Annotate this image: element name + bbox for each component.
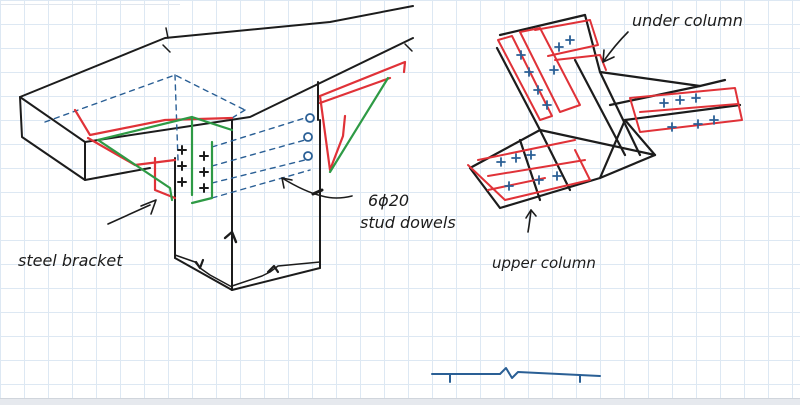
stud-dowels [303, 113, 315, 161]
dowel-circle [305, 113, 315, 123]
dowel-size-label: 6ϕ20 [368, 191, 409, 210]
dowel-circle [303, 132, 313, 142]
dowel-circle [303, 151, 313, 161]
plan-arrows [525, 31, 629, 233]
under-column-label: under column [632, 11, 743, 30]
plan-view: under column upper column [467, 11, 743, 272]
plan-outline [468, 13, 742, 210]
hidden-lines [44, 74, 311, 199]
green-bracket [96, 76, 390, 205]
bracket-bolts [177, 145, 209, 193]
plan-red-bands [467, 19, 743, 201]
stud-dowels-label: stud dowels [360, 213, 456, 232]
bottom-bar [0, 398, 800, 405]
column-3d [174, 81, 324, 291]
leader-arrows [107, 177, 353, 225]
bottom-scale-stroke [431, 367, 601, 383]
beam-3d [19, 5, 414, 181]
steel-bracket-label: steel bracket [18, 251, 123, 270]
upper-column-label: upper column [492, 254, 596, 272]
plan-bolts [496, 35, 719, 191]
top-edge [0, 0, 180, 5]
